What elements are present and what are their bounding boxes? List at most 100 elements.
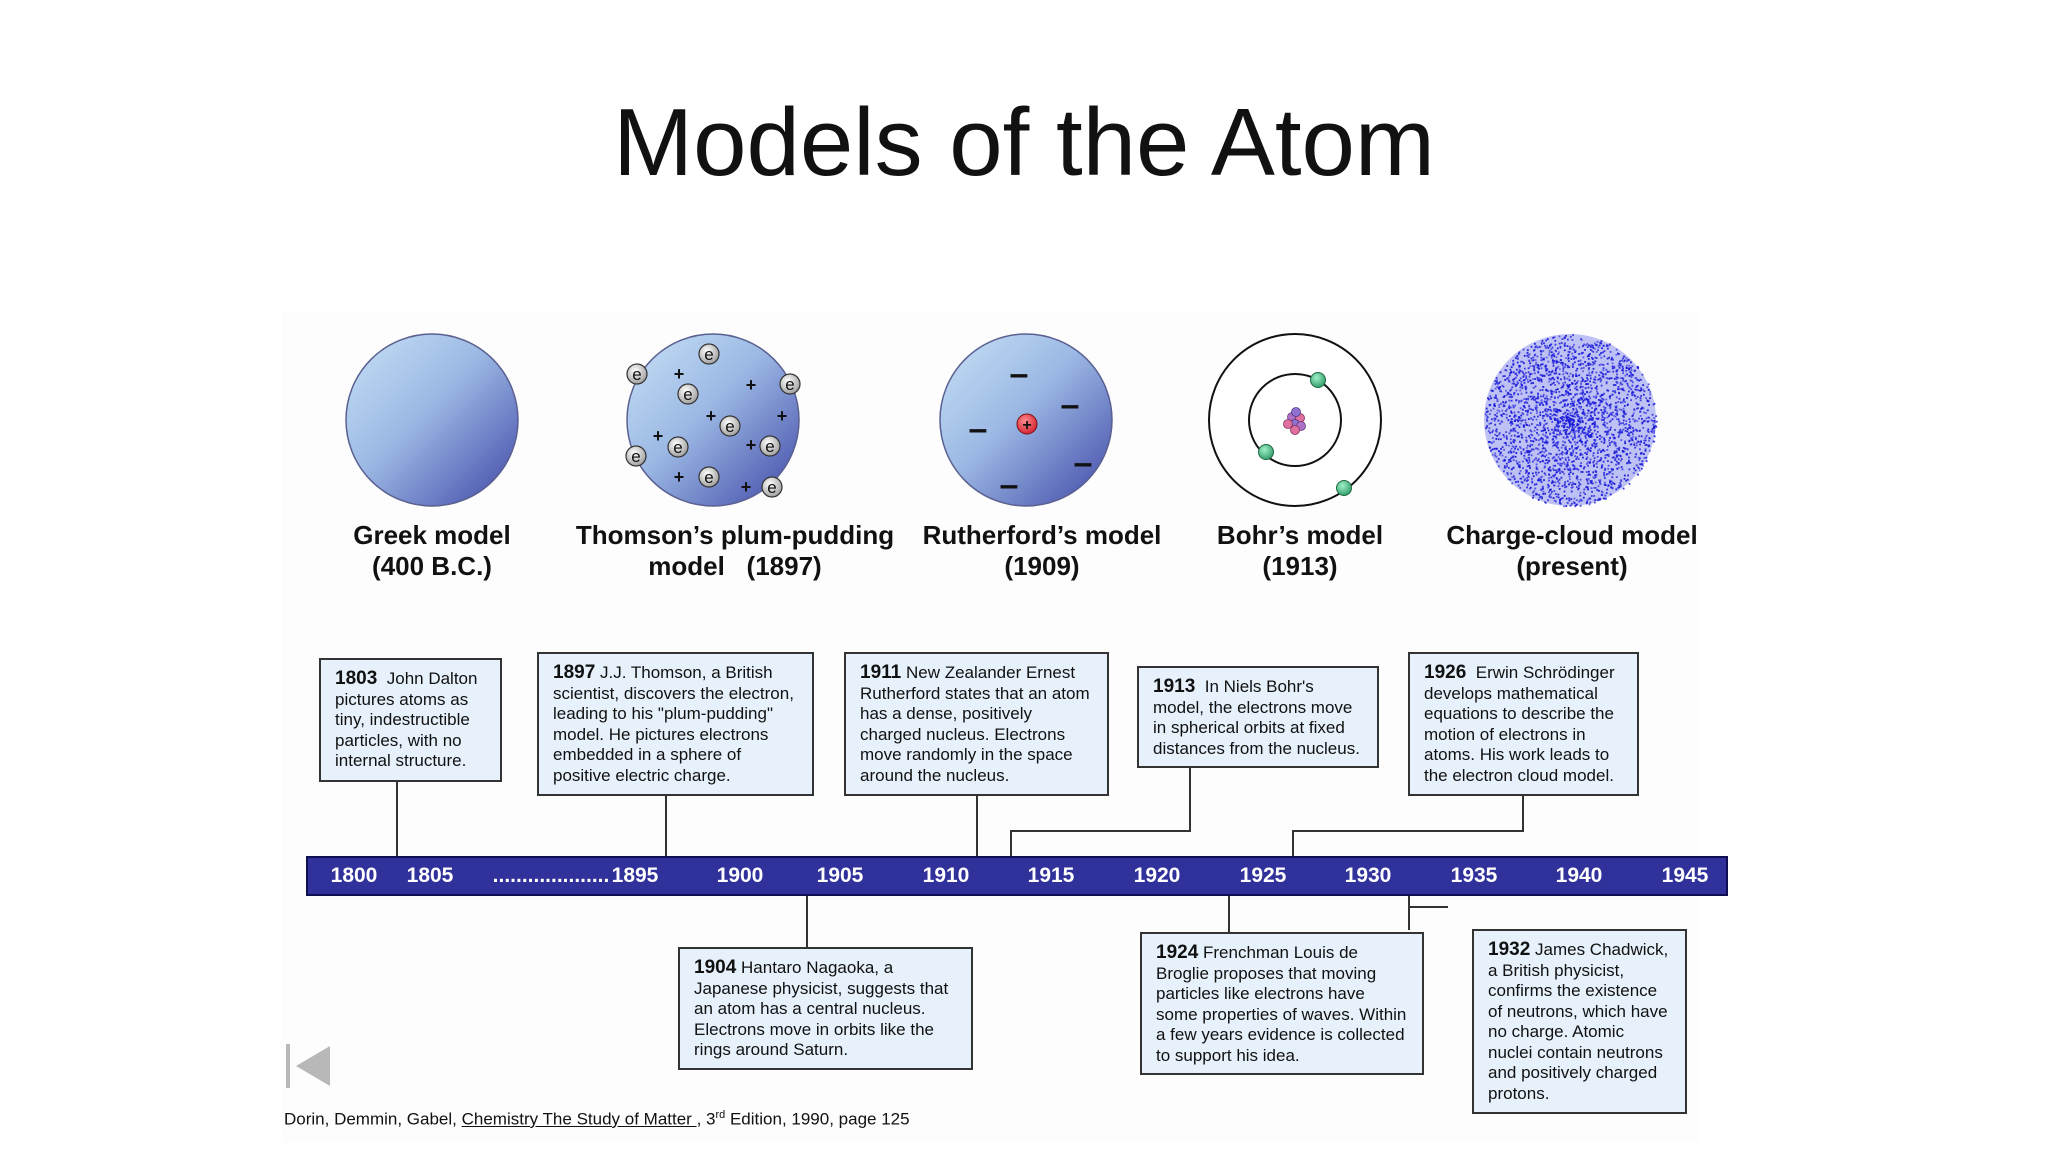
event-box-1904: 1904 Hantaro Nagaoka, a Japanese physici… — [678, 947, 973, 1070]
connector-line — [1010, 830, 1191, 832]
plus-charge: + — [741, 477, 752, 497]
connector-line — [1408, 906, 1448, 908]
event-box-1911: 1911 New Zealander Ernest Rutherford sta… — [844, 652, 1109, 796]
thomson-electron: e — [699, 467, 719, 487]
skip-back-icon[interactable] — [284, 1044, 332, 1088]
model-name: Bohr’s model — [1190, 520, 1410, 551]
citation-separator: , 3 — [697, 1110, 716, 1129]
connector-line — [806, 894, 808, 949]
event-text: James Chadwick, a British physicist, con… — [1488, 940, 1668, 1103]
timeline-year: 1805 — [407, 858, 454, 894]
model-date: (400 B.C.) — [312, 551, 552, 582]
event-year: 1911 — [860, 662, 901, 683]
connector-line — [1189, 767, 1191, 832]
timeline-year: 1925 — [1240, 858, 1287, 894]
connector-line — [976, 795, 978, 858]
timeline-year: 1945 — [1662, 858, 1709, 894]
rutherford-model: +––––– — [940, 334, 1112, 506]
svg-text:e: e — [767, 478, 776, 497]
bohr-model — [1209, 334, 1381, 506]
event-box-1932: 1932 James Chadwick, a British physicist… — [1472, 929, 1687, 1114]
event-year: 1897 — [553, 662, 595, 683]
thomson-electron: e — [626, 446, 646, 466]
plus-charge: + — [653, 426, 664, 446]
timeline-year: 1910 — [923, 858, 970, 894]
citation-authors: Dorin, Demmin, Gabel, — [284, 1110, 462, 1129]
timeline-year: 1920 — [1134, 858, 1181, 894]
thomson-electron: e — [699, 344, 719, 364]
model-date: model (1897) — [573, 551, 897, 582]
model-date: (1909) — [912, 551, 1172, 582]
citation-rest: Edition, 1990, page 125 — [725, 1110, 909, 1129]
event-year: 1913 — [1153, 676, 1195, 697]
event-box-1926: 1926 Erwin Schrödinger develops mathemat… — [1408, 652, 1639, 796]
connector-line — [1292, 830, 1294, 858]
minus-charge: – — [1000, 466, 1019, 504]
event-year: 1924 — [1156, 942, 1198, 963]
event-box-1913: 1913 In Niels Bohr's model, the electron… — [1137, 666, 1379, 768]
model-label-charge-cloud: Charge-cloud model (present) — [1440, 520, 1704, 582]
plus-charge: + — [674, 467, 685, 487]
model-name: Thomson’s plum-pudding — [573, 520, 897, 551]
connector-line — [1010, 830, 1012, 858]
timeline-ellipsis: .................... — [493, 858, 610, 894]
timeline-year: 1800 — [331, 858, 378, 894]
event-box-1924: 1924 Frenchman Louis de Broglie proposes… — [1140, 932, 1424, 1075]
plus-charge: + — [674, 364, 685, 384]
model-label-bohr: Bohr’s model (1913) — [1190, 520, 1410, 582]
event-year: 1904 — [694, 957, 736, 978]
timeline-year: 1930 — [1345, 858, 1392, 894]
plus-charge: + — [706, 406, 717, 426]
thomson-electron: e — [780, 374, 800, 394]
model-name: Charge-cloud model — [1440, 520, 1704, 551]
svg-text:e: e — [683, 385, 692, 404]
timeline-year: 1895 — [612, 858, 659, 894]
plus-charge: + — [746, 435, 757, 455]
timeline-year: 1900 — [717, 858, 764, 894]
minus-charge: – — [1010, 355, 1029, 393]
timeline-year: 1915 — [1028, 858, 1075, 894]
model-date: (present) — [1440, 551, 1704, 582]
citation-book-title: Chemistry The Study of Matter — [462, 1110, 697, 1129]
citation: Dorin, Demmin, Gabel, Chemistry The Stud… — [284, 1109, 910, 1130]
svg-text:e: e — [765, 437, 774, 456]
connector-line — [1522, 794, 1524, 832]
bohr-electron — [1311, 373, 1326, 388]
svg-text:e: e — [725, 417, 734, 436]
minus-charge: – — [1074, 444, 1093, 482]
thomson-electron: e — [762, 477, 782, 497]
model-label-rutherford: Rutherford’s model (1909) — [912, 520, 1172, 582]
minus-charge: – — [969, 410, 988, 448]
event-box-1803: 1803 John Dalton pictures atoms as tiny,… — [319, 658, 502, 782]
timeline-year: 1905 — [817, 858, 864, 894]
svg-text:e: e — [785, 375, 794, 394]
thomson-electron: e — [627, 364, 647, 384]
event-year: 1932 — [1488, 939, 1530, 960]
thomson-electron: e — [760, 436, 780, 456]
event-box-1897: 1897 J.J. Thomson, a British scientist, … — [537, 652, 814, 796]
event-year: 1803 — [335, 668, 377, 689]
minus-charge: – — [1061, 386, 1080, 424]
connector-line — [1228, 894, 1230, 933]
model-label-thomson: Thomson’s plum-pudding model (1897) — [573, 520, 897, 582]
svg-text:e: e — [631, 447, 640, 466]
connector-line — [396, 782, 398, 858]
connector-line — [665, 795, 667, 858]
timeline-year: 1940 — [1556, 858, 1603, 894]
thomson-electron: e — [678, 384, 698, 404]
charge-cloud-model — [1484, 334, 1658, 507]
svg-text:e: e — [632, 365, 641, 384]
model-date: (1913) — [1190, 551, 1410, 582]
connector-line — [1292, 830, 1524, 832]
model-name: Rutherford’s model — [912, 520, 1172, 551]
plus-charge: + — [777, 406, 788, 426]
timeline-year: 1935 — [1451, 858, 1498, 894]
connector-line — [1408, 894, 1410, 930]
bohr-electron — [1337, 481, 1352, 496]
greek-model-sphere — [346, 334, 518, 506]
svg-text:e: e — [673, 438, 682, 457]
svg-text:e: e — [704, 345, 713, 364]
model-name: Greek model — [312, 520, 552, 551]
